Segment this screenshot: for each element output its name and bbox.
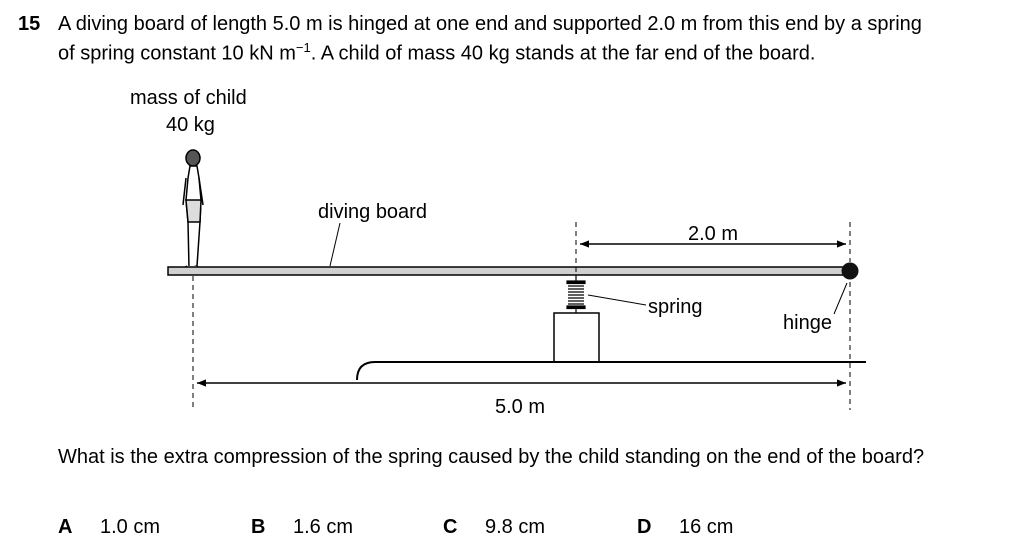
- option-d[interactable]: D 16 cm: [637, 516, 733, 539]
- hinge-label-leader: [833, 282, 848, 315]
- stem-line-1: A diving board of length 5.0 m is hinged…: [58, 13, 922, 35]
- diving-board-label: diving board: [318, 201, 427, 223]
- spring-support-block: [553, 312, 600, 363]
- stem-line-2: of spring constant 10 kN m−1. A child of…: [58, 36, 998, 66]
- option-c[interactable]: C 9.8 cm: [443, 516, 545, 539]
- stem-line-2-end: . A child of mass 40 kg stands at the fa…: [310, 42, 816, 65]
- question-stem: A diving board of length 5.0 m is hinged…: [58, 13, 998, 66]
- spring-label-leader: [587, 294, 647, 306]
- option-d-text: 16 cm: [679, 516, 734, 538]
- option-b[interactable]: B 1.6 cm: [251, 516, 353, 539]
- option-a[interactable]: A 1.0 cm: [58, 516, 160, 539]
- spring-label: spring: [648, 296, 702, 318]
- option-c-letter: C: [443, 516, 458, 538]
- spring-distance-label: 2.0 m: [688, 223, 738, 245]
- mass-label-line-2: 40 kg: [166, 114, 215, 136]
- question-number: 15: [18, 13, 41, 35]
- child-figure-icon: [178, 149, 204, 271]
- stem-unit-exponent: −1: [295, 40, 311, 55]
- option-a-text: 1.0 cm: [100, 516, 161, 538]
- spring-coil: [566, 275, 586, 313]
- diving-board: [167, 266, 851, 276]
- hinge-pivot: [841, 262, 859, 280]
- option-c-text: 9.8 cm: [485, 516, 546, 538]
- option-b-text: 1.6 cm: [293, 516, 354, 538]
- stem-line-2-start: of spring constant 10 kN m: [58, 42, 296, 65]
- option-b-letter: B: [251, 516, 266, 538]
- board-label-leader: [329, 222, 341, 267]
- question-text: What is the extra compression of the spr…: [58, 446, 925, 468]
- ground-line: [356, 361, 866, 381]
- option-a-letter: A: [58, 516, 73, 538]
- hinge-label: hinge: [783, 312, 832, 334]
- option-d-letter: D: [637, 516, 652, 538]
- length-label: 5.0 m: [495, 396, 545, 418]
- mass-label-line-1: mass of child: [130, 87, 247, 109]
